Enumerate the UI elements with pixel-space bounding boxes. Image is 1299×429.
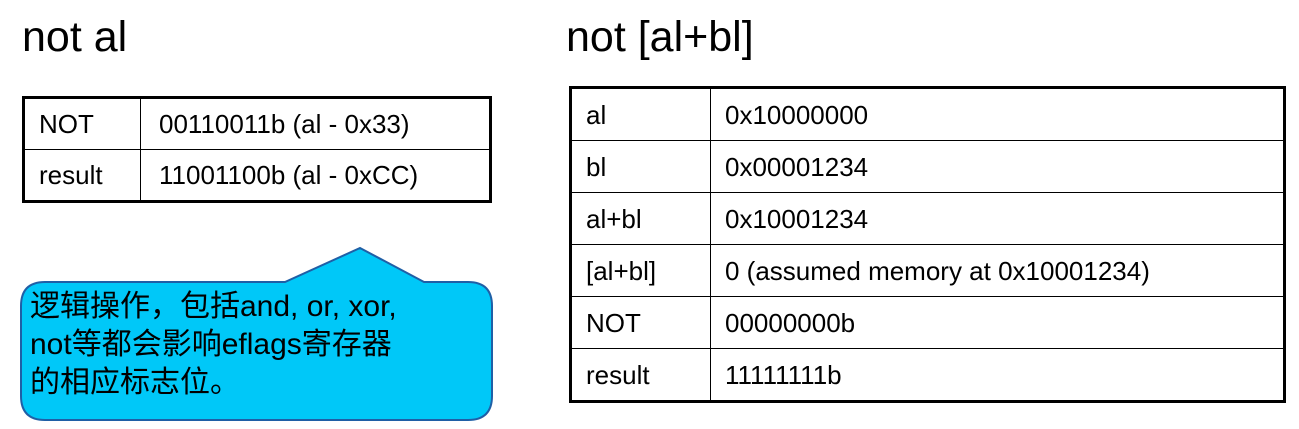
not-al-bl-table: al 0x10000000 bl 0x00001234 al+bl 0x1000… xyxy=(569,86,1286,403)
not-al-table: NOT 00110011b (al - 0x33) result 1100110… xyxy=(22,96,492,203)
table-row: bl 0x00001234 xyxy=(570,140,1285,193)
row-label: result xyxy=(23,149,141,202)
callout-line: not等都会影响eflags寄存器 xyxy=(30,328,392,361)
row-label: [al+bl] xyxy=(570,244,711,297)
row-label: al+bl xyxy=(570,192,711,245)
callout-text: 逻辑操作，包括and, or, xor, not等都会影响eflags寄存器 的… xyxy=(30,288,500,402)
table-row: al+bl 0x10001234 xyxy=(570,192,1285,245)
table-row: result 11111111b xyxy=(570,348,1285,402)
callout-shape xyxy=(20,246,493,421)
left-heading: not al xyxy=(22,13,128,61)
right-heading: not [al+bl] xyxy=(566,13,754,61)
callout-line: 的相应标志位。 xyxy=(30,366,240,399)
row-value: 11001100b (al - 0xCC) xyxy=(140,149,491,202)
row-value: 11111111b xyxy=(710,348,1285,402)
row-value: 0x10001234 xyxy=(710,192,1285,245)
callout-line: 逻辑操作，包括and, or, xor, xyxy=(30,290,397,323)
table-row: result 11001100b (al - 0xCC) xyxy=(23,149,491,202)
row-label: result xyxy=(570,348,711,402)
row-value: 00000000b xyxy=(710,296,1285,349)
row-value: 0x00001234 xyxy=(710,140,1285,193)
